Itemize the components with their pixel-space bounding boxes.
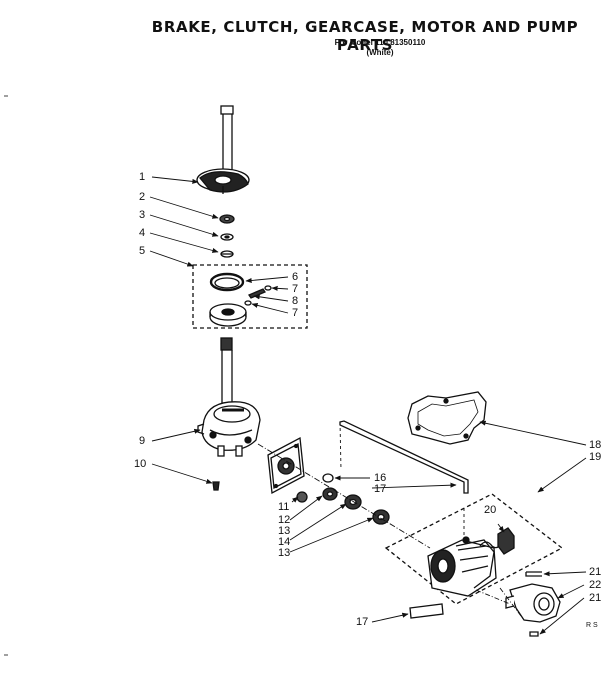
callout-5: 5 bbox=[139, 245, 146, 257]
callout-21-upper: 21 bbox=[589, 566, 602, 578]
part-17-drive-bar bbox=[339, 420, 469, 494]
callout-3: 3 bbox=[139, 209, 146, 221]
callout-1: 1 bbox=[139, 171, 146, 183]
part-11-cover-plate bbox=[267, 436, 305, 495]
part-17-lower-bar bbox=[409, 603, 444, 619]
callout-20: 20 bbox=[484, 504, 497, 516]
callout-22: 22 bbox=[589, 579, 602, 591]
drawing-code: R S bbox=[586, 622, 598, 629]
callout-19: 19 bbox=[589, 451, 602, 463]
part-22-pump bbox=[475, 583, 561, 623]
model-color: (White) bbox=[366, 48, 394, 57]
part-21-clip-upper bbox=[525, 571, 542, 577]
callout-17-lower: 17 bbox=[356, 616, 369, 628]
callout-10: 10 bbox=[134, 458, 147, 470]
callout-2: 2 bbox=[139, 191, 146, 203]
part-5-kit-box bbox=[192, 264, 308, 329]
part-10-screw bbox=[212, 481, 220, 491]
callout-7-lower: 7 bbox=[292, 307, 299, 319]
brake-drum bbox=[209, 303, 247, 327]
part-9-gearcase bbox=[197, 401, 261, 457]
callout-8: 8 bbox=[292, 295, 299, 307]
part-20-motor-switch bbox=[497, 527, 515, 555]
part-3-washer bbox=[220, 233, 234, 241]
part-13-seal-lower bbox=[372, 509, 390, 525]
part-14-bearing bbox=[344, 494, 362, 510]
part-21-clip-lower bbox=[529, 631, 539, 637]
leader-lines bbox=[149, 176, 587, 635]
diagram-title: BRAKE, CLUTCH, GEARCASE, MOTOR AND PUMP … bbox=[151, 18, 579, 54]
callout-11: 11 bbox=[278, 501, 290, 513]
callout-9: 9 bbox=[139, 435, 146, 447]
callout-6: 6 bbox=[292, 271, 299, 283]
callout-13-upper: 13 bbox=[278, 525, 291, 537]
shaft-lower bbox=[220, 337, 233, 405]
model-info: For Model 110.81350110 (White) bbox=[300, 38, 460, 58]
callout-16: 16 bbox=[374, 472, 387, 484]
model-number: For Model 110.81350110 bbox=[334, 38, 426, 47]
part-2-washer bbox=[219, 214, 235, 224]
callout-17-upper: 17 bbox=[374, 483, 387, 495]
drive-axis-line bbox=[257, 443, 431, 549]
shaft-upper bbox=[220, 105, 234, 172]
part-4-ring bbox=[220, 250, 234, 258]
part-7-8-spring-pins bbox=[244, 285, 272, 306]
callout-12: 12 bbox=[278, 514, 291, 526]
callout-18: 18 bbox=[589, 439, 602, 451]
callout-13-lower: 13 bbox=[278, 547, 291, 559]
callout-7-upper: 7 bbox=[292, 283, 299, 295]
callout-14: 14 bbox=[278, 536, 291, 548]
part-13-seal-upper bbox=[322, 487, 338, 501]
part-6-brake-band bbox=[209, 272, 245, 292]
motor bbox=[427, 508, 503, 597]
callout-4: 4 bbox=[139, 227, 146, 239]
part-18-gasket bbox=[407, 391, 487, 445]
part-16-bushing bbox=[322, 473, 334, 483]
part-1-brake-cam bbox=[196, 168, 250, 194]
part-12-nut bbox=[296, 491, 308, 503]
callout-21-lower: 21 bbox=[589, 592, 602, 604]
